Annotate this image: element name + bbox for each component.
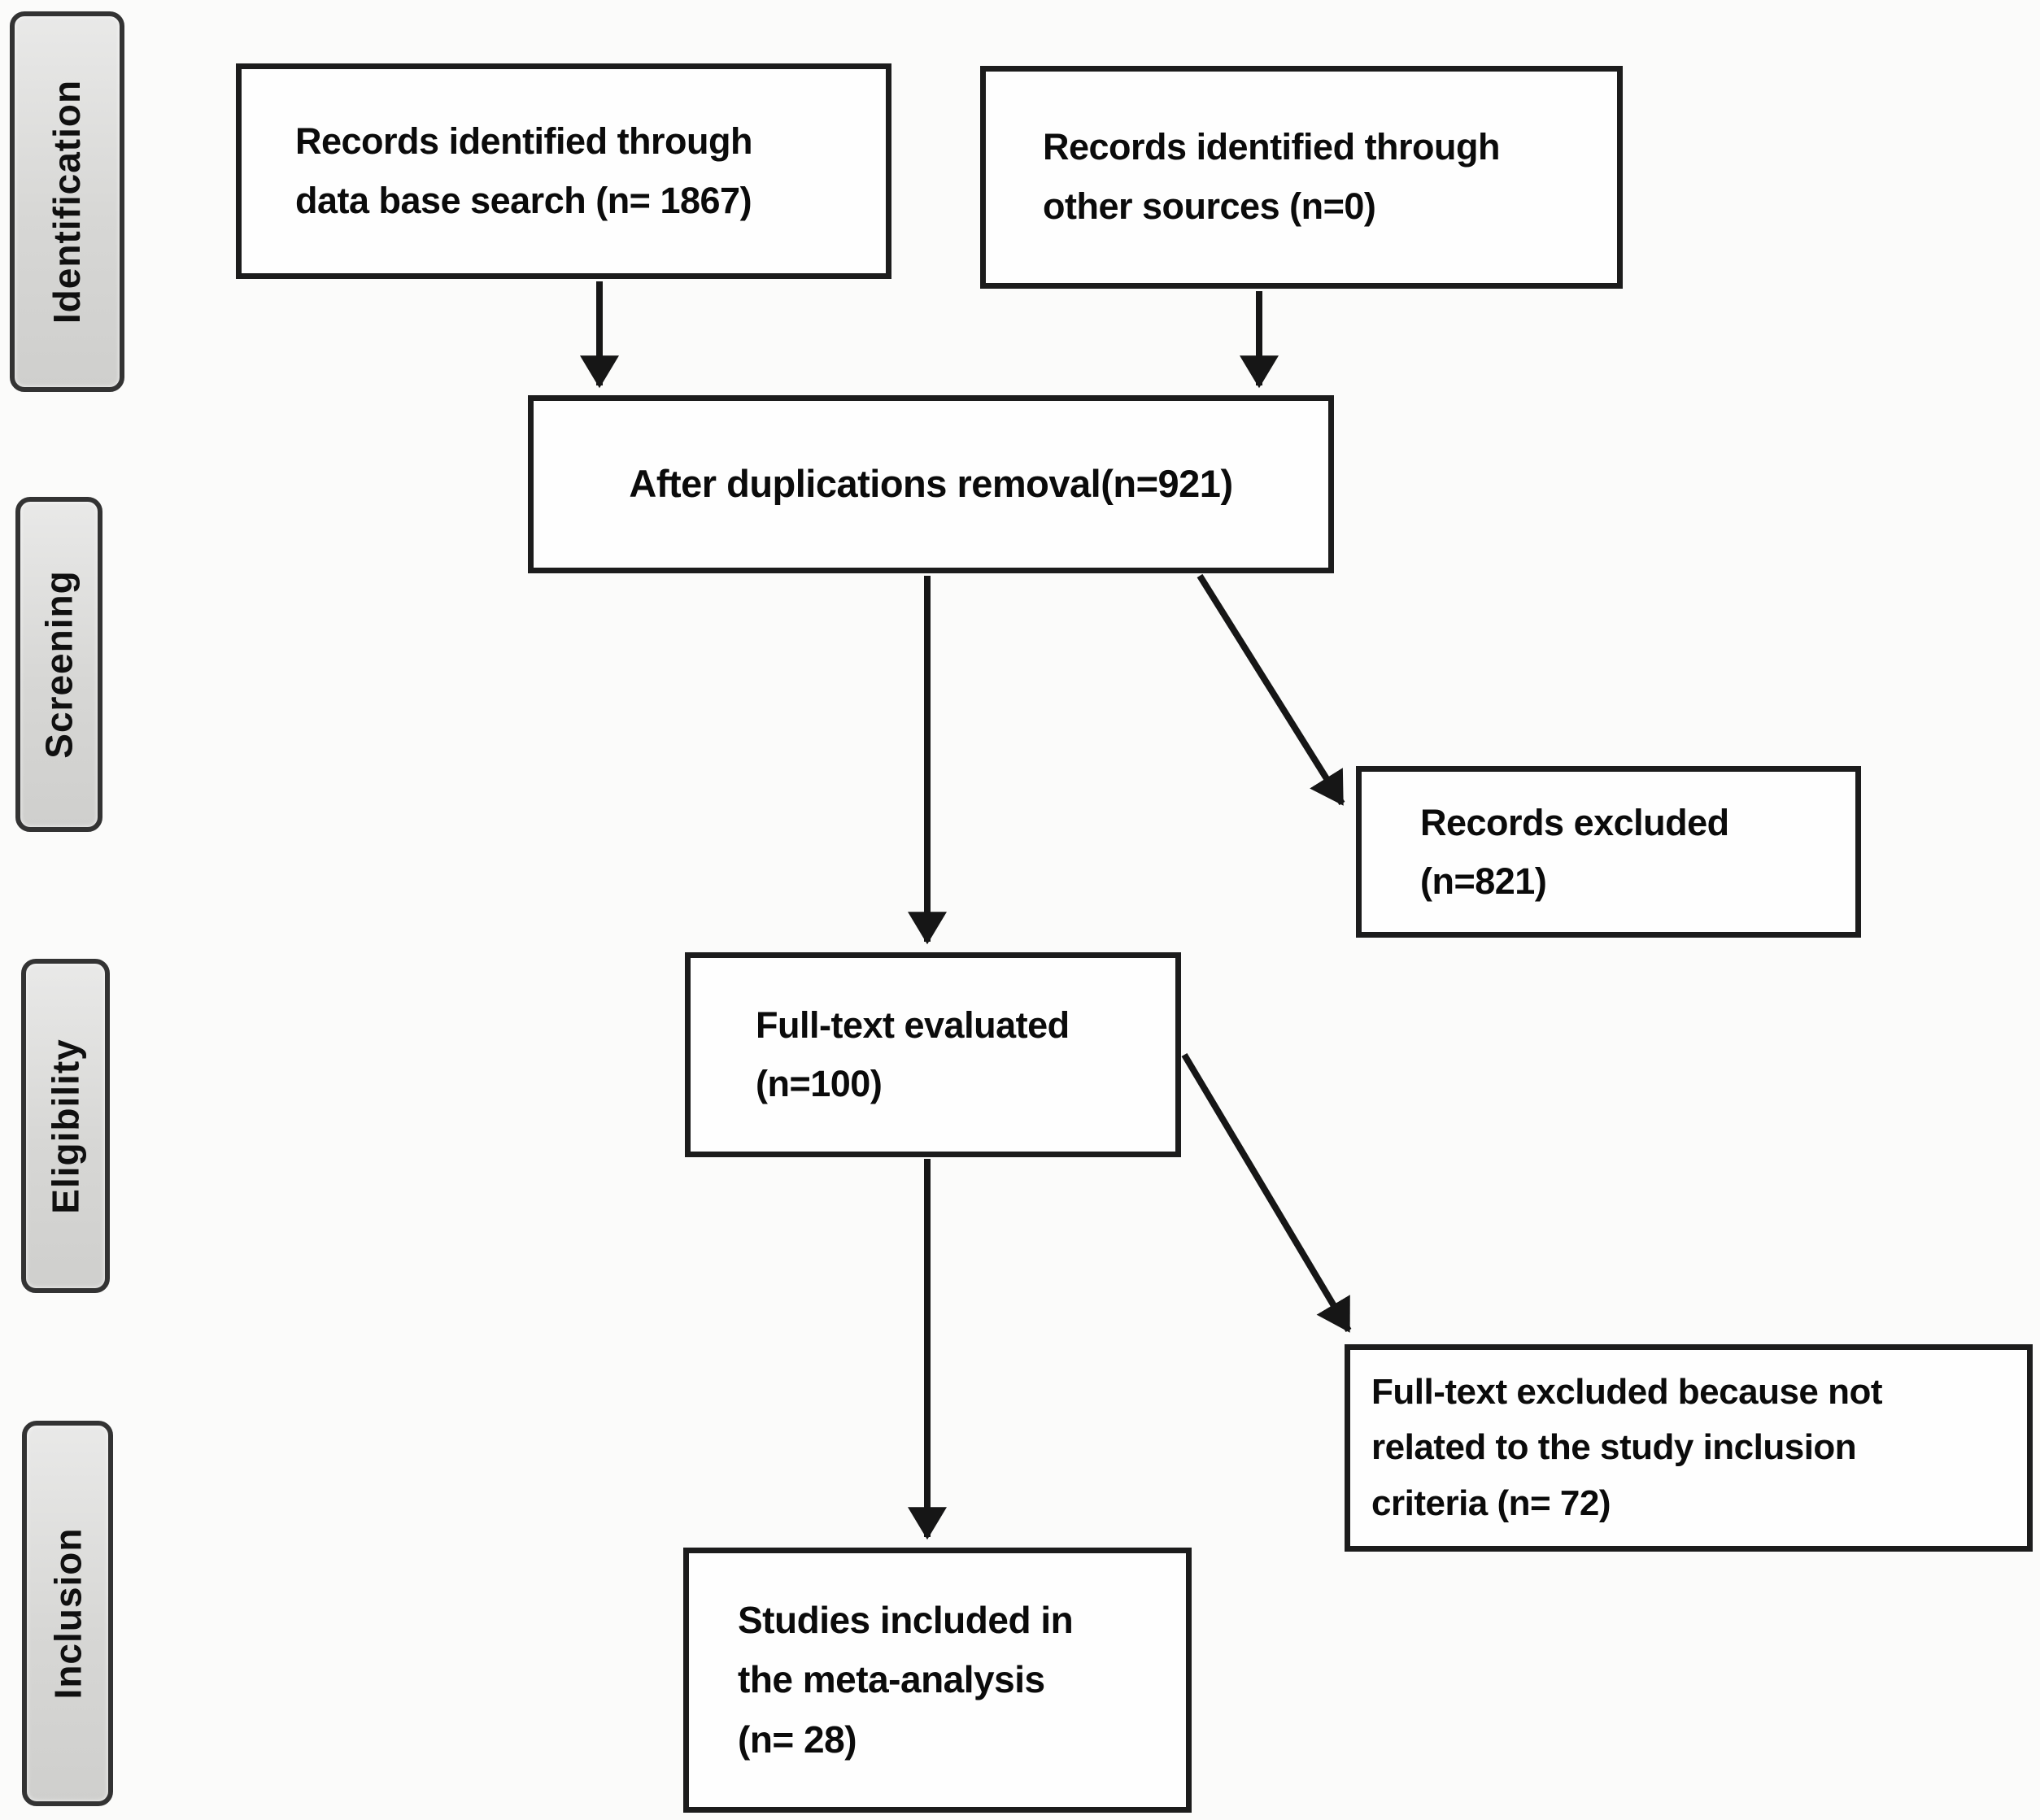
box-text-line: data base search (n= 1867) [295,179,752,221]
box-text-line: Studies included in [738,1598,1074,1641]
box-records-excluded: Records excluded (n=821) [1356,766,1861,938]
box-text-line: criteria (n= 72) [1371,1483,1611,1523]
box-text-line: (n= 28) [738,1718,857,1761]
box-studies-included-meta-analysis: Studies included in the meta-analysis (n… [683,1548,1192,1813]
stage-screening-label: Screening [37,570,81,759]
box-text-line: Records identified through [295,120,753,162]
arrow-fulltext-to-ftexcluded [1181,1052,1352,1333]
stage-identification-label: Identification [46,79,89,324]
stage-screening: Screening [15,497,102,832]
box-text-line: Full-text evaluated [756,1004,1070,1046]
box-text-line: (n=821) [1420,860,1547,902]
box-fulltext-evaluated: Full-text evaluated (n=100) [685,952,1181,1157]
stage-eligibility-label: Eligibility [44,1038,87,1214]
box-text-line: Records excluded [1420,801,1729,843]
stage-eligibility: Eligibility [21,959,110,1293]
arrow-dedup-to-excluded [1197,573,1345,806]
stage-inclusion-label: Inclusion [46,1527,89,1700]
box-text-line: Full-text excluded because not [1371,1372,1883,1413]
box-records-identified-other-sources: Records identified through other sources… [980,66,1623,289]
stage-inclusion: Inclusion [22,1421,113,1806]
stage-identification: Identification [10,11,124,392]
box-after-duplications-removal: After duplications removal(n=921) [528,395,1334,573]
box-fulltext-excluded: Full-text excluded because not related t… [1345,1344,2033,1552]
box-text-line: (n=100) [756,1063,883,1104]
box-text-line: other sources (n=0) [1043,185,1376,227]
box-records-identified-database: Records identified through data base sea… [236,63,891,279]
box-text-line: After duplications removal(n=921) [629,462,1233,506]
box-text-line: Records identified through [1043,126,1501,168]
box-text-line: the meta-analysis [738,1658,1045,1701]
box-text-line: related to the study inclusion [1371,1427,1857,1468]
